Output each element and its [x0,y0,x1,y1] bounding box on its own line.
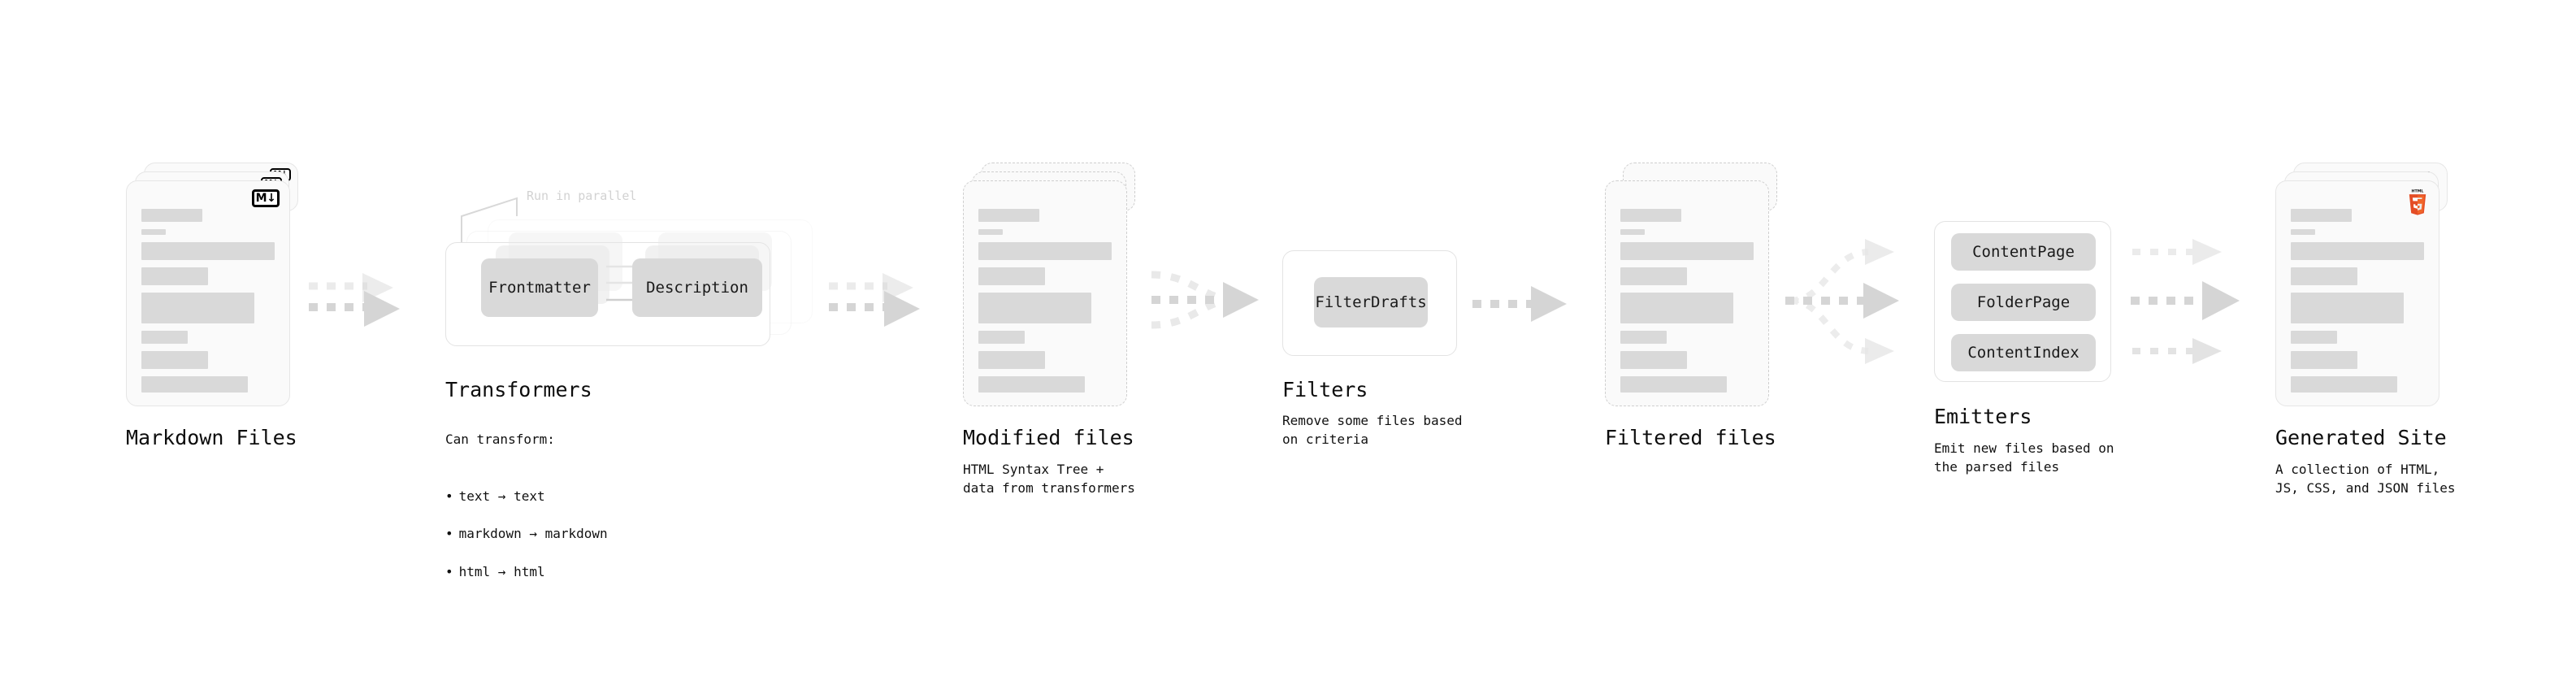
content-bar [978,293,1092,323]
modified-card-front [963,180,1127,406]
content-bar [1620,209,1682,222]
caption-transformers: Transformers [445,378,592,401]
filtered-card-content [1620,209,1754,393]
content-bar [978,331,1026,344]
stage-emitters: ContentPage FolderPage ContentIndex [1934,221,2111,382]
pill-frontmatter[interactable]: Frontmatter [481,258,598,317]
caption-markdown-files: Markdown Files [126,426,297,449]
content-bar [141,229,166,235]
transformers-bullet: html → html [445,562,608,581]
content-bar [1620,293,1734,323]
content-bar [141,351,208,369]
content-bar [2291,351,2357,369]
run-in-parallel-label: Run in parallel [527,189,637,203]
content-bar [2291,331,2338,344]
svg-text:HTML: HTML [2412,189,2424,193]
filtered-card-front [1605,180,1769,406]
content-bar [141,331,189,344]
markdown-card-content [141,209,275,393]
content-bar [978,209,1040,222]
modified-card-stack [963,163,1135,406]
pill-contentpage[interactable]: ContentPage [1951,233,2096,271]
transformers-bullet: text → text [445,487,608,505]
subtitle-modified-files: HTML Syntax Tree + data from transformer… [963,462,1135,497]
subtitle-filters: Remove some files based on criteria [1282,413,1463,448]
content-bar [978,376,1086,393]
subtitle-transformers: Can transform: text → text markdown → ma… [445,411,608,618]
caption-filters: Filters [1282,378,1368,401]
content-bar [1620,267,1687,285]
filtered-card-stack [1605,163,1777,406]
emitters-container: ContentPage FolderPage ContentIndex [1934,221,2111,382]
content-bar [1620,351,1687,369]
content-bar [2291,242,2424,260]
transformers-bullet: markdown → markdown [445,524,608,543]
html5-icon: HTML [2409,189,2426,215]
content-bar [141,267,208,285]
stage-modified-files [963,163,1135,406]
transformers-subtitle-line: Can transform: [445,432,555,448]
content-bar [2291,209,2353,222]
arrow-filters-to-filtered [1472,286,1567,322]
stage-filters: FilterDrafts [1282,250,1457,356]
filters-container: FilterDrafts [1282,250,1457,356]
markdown-card-stack: M↓ M↓ M↓ [126,163,298,406]
stage-transformers: Run in parallel Frontmatter Description [445,189,827,359]
arrow-emitters-to-site [2131,239,2240,364]
content-bar [2291,267,2357,285]
site-card-stack: CSS HTML [2275,163,2448,406]
content-bar [141,293,255,323]
content-bar [1620,242,1754,260]
content-bar [141,209,203,222]
site-card-front-html: HTML [2275,180,2439,406]
content-bar [978,242,1112,260]
content-bar [1620,331,1667,344]
markdown-badge-front: M↓ [252,189,280,207]
caption-generated-site: Generated Site [2275,426,2447,449]
modified-card-content [978,209,1112,393]
content-bar [141,376,249,393]
caption-modified-files: Modified files [963,426,1134,449]
caption-filtered-files: Filtered files [1605,426,1776,449]
arrow-markdown-to-transformers [309,273,400,327]
content-bar [1620,229,1645,235]
content-bar [2291,229,2315,235]
content-bar [978,229,1003,235]
pill-contentindex[interactable]: ContentIndex [1951,334,2096,371]
pill-description[interactable]: Description [632,258,762,317]
markdown-card-front: M↓ [126,180,290,406]
caption-emitters: Emitters [1934,405,2032,428]
arrow-modified-to-filters [1151,271,1259,329]
content-bar [978,267,1045,285]
content-bar [141,242,275,260]
site-card-content [2291,209,2424,393]
subtitle-generated-site: A collection of HTML, JS, CSS, and JSON … [2275,462,2456,497]
subtitle-emitters: Emit new files based on the parsed files [1934,440,2114,475]
content-bar [978,351,1045,369]
stage-filtered-files [1605,163,1777,406]
transformers-bullet-list: text → text markdown → markdown html → h… [445,468,608,600]
arrow-transformers-to-modified [829,273,920,327]
stage-generated-site: CSS HTML [2275,163,2448,406]
pill-filterdrafts[interactable]: FilterDrafts [1314,277,1428,327]
stage-markdown-files: M↓ M↓ M↓ [126,163,298,406]
arrow-filtered-to-emitters [1785,239,1899,364]
pill-folderpage[interactable]: FolderPage [1951,284,2096,321]
content-bar [2291,293,2405,323]
content-bar [1620,376,1728,393]
run-in-parallel-bracket [461,197,518,242]
content-bar [2291,376,2398,393]
